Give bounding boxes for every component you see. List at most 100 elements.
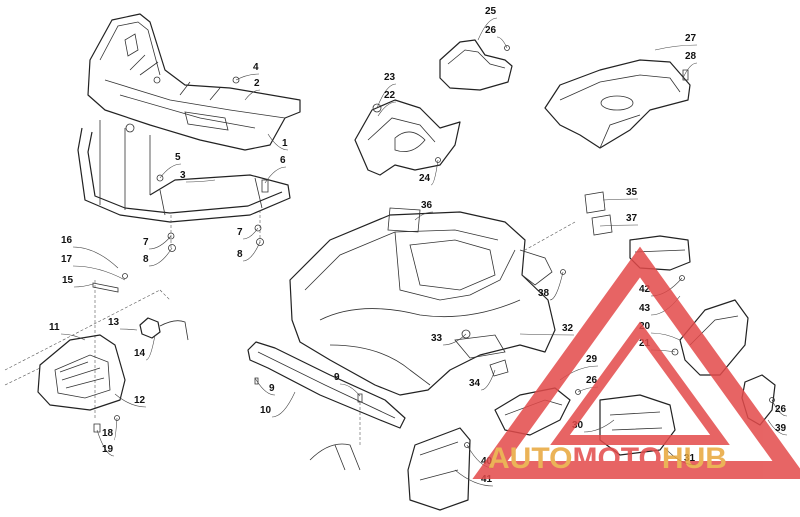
callout-c22: 22 [384, 90, 396, 101]
front-rack [87, 13, 301, 151]
leader-line-c17 [72, 265, 126, 281]
callout-c8b: 8 [237, 249, 243, 260]
leader-line-c18 [113, 417, 118, 441]
leader-line-c12 [114, 393, 147, 408]
callout-c2: 2 [254, 78, 260, 89]
leader-line-c39 [767, 419, 788, 436]
callout-c19: 19 [102, 444, 114, 455]
callout-c42: 42 [639, 284, 651, 295]
watermark-word-auto: AUTO [488, 442, 572, 475]
rack-fasteners [156, 76, 269, 252]
leader-line-c9b [339, 383, 361, 397]
callout-c9a: 9 [269, 383, 275, 394]
headlight-assembly [4, 273, 189, 433]
callout-c26c: 26 [775, 404, 787, 415]
leader-line-c37 [599, 224, 639, 227]
callout-c26a: 26 [485, 25, 497, 36]
leader-line-c8b [242, 241, 261, 262]
callout-c28: 28 [685, 51, 697, 62]
leader-line-c27 [654, 44, 698, 51]
callout-c37: 37 [626, 213, 638, 224]
leader-line-c8a [148, 247, 173, 267]
leader-line-c14 [145, 334, 156, 361]
dash-panel [354, 99, 461, 176]
leader-line-c23 [376, 83, 397, 109]
callout-c16: 16 [61, 235, 73, 246]
leader-line-c7b [242, 227, 259, 240]
automotohub-watermark: AUTOMOTOHUB [472, 246, 800, 479]
leader-line-c7a [148, 235, 172, 250]
leader-line-c1 [267, 133, 289, 151]
leader-line-c28 [682, 62, 698, 79]
leader-line-c26a [496, 36, 508, 49]
leader-line-c4 [235, 73, 260, 81]
leader-line-c32 [519, 333, 575, 336]
leader-line-c26c [771, 399, 788, 417]
callout-c38: 38 [538, 288, 550, 299]
leader-line-c22 [377, 101, 397, 117]
callout-c35: 35 [626, 187, 638, 198]
callout-c15: 15 [62, 275, 74, 286]
leader-line-c30 [583, 419, 615, 433]
leader-line-c9a [254, 377, 276, 396]
callout-c17: 17 [61, 254, 73, 265]
callout-c20: 20 [639, 321, 651, 332]
leader-line-c13 [119, 328, 138, 331]
leader-line-c15 [73, 283, 94, 288]
leader-line-c41 [454, 469, 494, 487]
callout-c10: 10 [260, 405, 272, 416]
callout-c7a: 7 [143, 237, 149, 248]
leader-line-c36 [414, 211, 434, 221]
callout-c8a: 8 [143, 254, 149, 265]
leader-lines [60, 17, 788, 487]
callout-c5: 5 [175, 152, 181, 163]
leader-line-c16 [72, 246, 119, 269]
callout-c4: 4 [253, 62, 259, 73]
watermark-word-moto: MOTO [572, 442, 661, 475]
callout-c26b: 26 [586, 375, 598, 386]
callout-c9b: 9 [334, 372, 340, 383]
decals [524, 191, 613, 251]
leader-line-c25 [477, 17, 498, 41]
storage-tub [544, 59, 691, 149]
callout-c18: 18 [102, 428, 114, 439]
front-bumper [77, 120, 291, 223]
front-brace [247, 341, 406, 471]
callout-c6: 6 [280, 155, 286, 166]
callout-c41: 41 [481, 474, 493, 485]
front-fender [289, 207, 566, 396]
callout-c31: 31 [684, 453, 696, 464]
callout-c29: 29 [586, 354, 598, 365]
callout-c33: 33 [431, 333, 443, 344]
leader-line-c19 [96, 429, 115, 457]
leader-line-c38 [549, 271, 564, 301]
leader-line-c33 [442, 333, 467, 346]
storage-lid [439, 39, 513, 91]
watermark-inner-triangle-icon [550, 321, 730, 445]
callout-c36: 36 [421, 200, 433, 211]
callout-c1: 1 [282, 138, 288, 149]
callout-c13: 13 [108, 317, 120, 328]
callout-c27: 27 [685, 33, 697, 44]
callout-c25: 25 [485, 6, 497, 17]
callout-c30: 30 [572, 420, 584, 431]
callout-c43: 43 [639, 303, 651, 314]
svg-text:AUTOMOTOHUB: AUTOMOTOHUB [488, 442, 727, 475]
callout-c11: 11 [49, 322, 60, 333]
callout-c32: 32 [562, 323, 574, 334]
watermark-triangle-icon [472, 246, 800, 479]
watermark-word-hub: HUB [662, 442, 727, 475]
leader-line-c10 [271, 391, 296, 418]
leader-line-c3 [185, 179, 216, 183]
leader-line-c24 [430, 159, 439, 186]
callout-c7b: 7 [237, 227, 243, 238]
leader-line-c6 [264, 166, 287, 184]
leader-line-c11 [60, 333, 86, 341]
callout-c34: 34 [469, 378, 481, 389]
leader-line-c20 [650, 332, 681, 341]
callout-c24: 24 [419, 173, 431, 184]
callout-c12: 12 [134, 395, 146, 406]
leader-line-c2 [244, 89, 261, 101]
